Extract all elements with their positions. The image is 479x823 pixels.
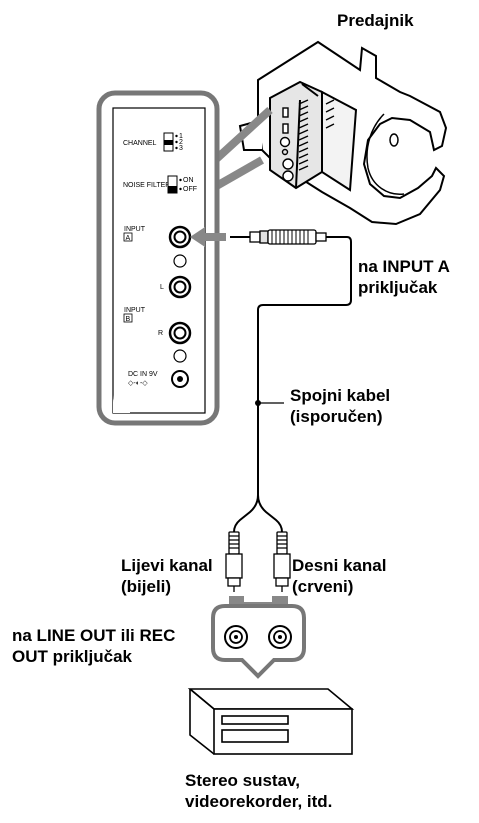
device-label-line1: Stereo sustav,	[185, 771, 300, 790]
rca-plug-right	[273, 531, 291, 592]
svg-text:R: R	[158, 330, 163, 337]
input-a-label-line1: na INPUT A	[358, 257, 450, 276]
svg-text:L: L	[160, 284, 164, 291]
back-panel	[96, 90, 220, 426]
cable-label-line2: (isporučen)	[290, 407, 383, 426]
left-channel-label: Lijevi kanal (bijeli)	[121, 555, 213, 597]
device-label-line2: videorekorder, itd.	[185, 792, 333, 811]
dc-in-jack: DC IN 9V ◇-◐-◇	[128, 370, 189, 388]
transmitter-illustration	[238, 40, 448, 226]
svg-text:ON: ON	[183, 177, 194, 184]
svg-text:DC IN 9V: DC IN 9V	[128, 371, 158, 378]
svg-text:2: 2	[179, 139, 183, 146]
svg-text:A: A	[126, 235, 131, 242]
svg-text:3: 3	[179, 145, 183, 152]
input-l-jack: L	[160, 275, 192, 299]
noise-filter-label: NOISE FILTER	[123, 182, 170, 189]
svg-text:INPUT: INPUT	[124, 307, 146, 314]
cable-split-left	[233, 494, 259, 556]
input-r-jack: R	[158, 321, 192, 345]
zoom-lines	[210, 107, 273, 192]
svg-text:INPUT: INPUT	[124, 226, 146, 233]
left-channel-line2: (bijeli)	[121, 577, 172, 596]
channel-label: CHANNEL	[123, 140, 157, 147]
input-a-jack: INPUT A	[123, 225, 192, 249]
svg-text:OFF: OFF	[183, 186, 197, 193]
device-label: Stereo sustav, videorekorder, itd.	[185, 770, 332, 812]
input-a-label-line2: priključak	[358, 278, 438, 297]
input-a-label: na INPUT A priključak	[358, 256, 450, 298]
channel-switch: CHANNEL 1 2 3	[123, 132, 183, 152]
mini-plug	[230, 229, 327, 245]
panel-hole	[173, 349, 187, 363]
right-channel-label: Desni kanal (crveni)	[292, 555, 387, 597]
svg-text:◇-◐-◇: ◇-◐-◇	[128, 380, 148, 387]
transmitter-controls	[279, 99, 335, 182]
noise-filter-switch: NOISE FILTER ON OFF	[123, 175, 197, 194]
output-jacks-callout	[211, 604, 306, 679]
line-out-label: na LINE OUT ili REC OUT priključak	[12, 625, 175, 667]
left-channel-line1: Lijevi kanal	[121, 556, 213, 575]
right-channel-line1: Desni kanal	[292, 556, 387, 575]
connection-cable	[257, 236, 352, 495]
svg-text:B: B	[126, 316, 131, 323]
cable-label: Spojni kabel (isporučen)	[290, 385, 390, 427]
arrow-to-input-a	[190, 227, 226, 247]
cable-callout-dot	[255, 400, 261, 406]
rca-plug-left	[225, 531, 243, 592]
cable-label-line1: Spojni kabel	[290, 386, 391, 405]
line-out-line1: na LINE OUT ili REC	[12, 626, 176, 645]
transmitter-label: Predajnik	[337, 11, 414, 30]
right-channel-line2: (crveni)	[292, 577, 354, 596]
input-b-label: INPUT B	[123, 307, 146, 323]
cable-split-right	[257, 494, 283, 556]
line-out-line2: OUT priključak	[12, 647, 132, 666]
led-indicator	[173, 254, 187, 268]
svg-text:1: 1	[179, 133, 183, 140]
stereo-device	[187, 688, 355, 755]
